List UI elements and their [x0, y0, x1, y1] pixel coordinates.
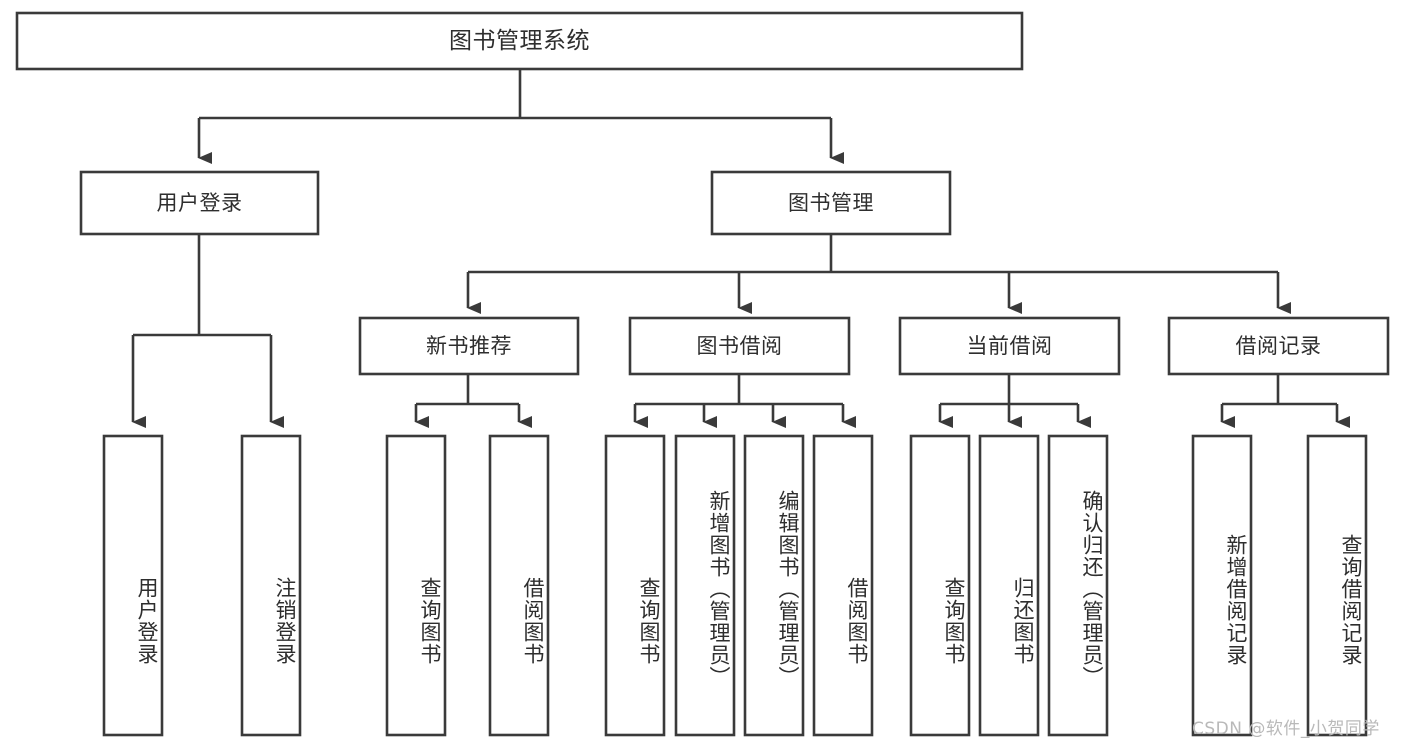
leaf-box-borrow-record-0[interactable]: [1191, 434, 1253, 737]
node-box-root[interactable]: [15, 11, 1024, 71]
node-box-borrow-record[interactable]: [1167, 316, 1390, 376]
leaf-box-user-login-0[interactable]: [102, 434, 164, 737]
leaf-box-book-borrow-1[interactable]: [674, 434, 736, 737]
connector-current-borrow-to-leaves: [938, 374, 1091, 428]
leaf-box-current-borrow-0[interactable]: [909, 434, 971, 737]
leaf-box-current-borrow-1[interactable]: [978, 434, 1040, 737]
leaf-box-book-borrow-3[interactable]: [812, 434, 874, 737]
connector-root-to-level2: [197, 69, 844, 164]
connector-book-borrow-to-leaves: [633, 374, 856, 428]
node-box-new-book-recommend[interactable]: [358, 316, 580, 376]
node-box-book-borrow[interactable]: [628, 316, 851, 376]
leaf-box-book-borrow-0[interactable]: [604, 434, 666, 737]
connector-book-manage-to-level3: [466, 234, 1291, 314]
connector-borrow-record-to-leaves: [1220, 374, 1350, 428]
leaf-box-new-book-0[interactable]: [385, 434, 447, 737]
leaf-box-current-borrow-2[interactable]: [1047, 434, 1109, 737]
leaf-box-book-borrow-2[interactable]: [743, 434, 805, 737]
node-box-current-borrow[interactable]: [898, 316, 1121, 376]
node-box-user-login[interactable]: [79, 170, 320, 236]
leaf-box-user-login-1[interactable]: [240, 434, 302, 737]
csdn-watermark: CSDN @软件_小贺同学: [1192, 719, 1380, 739]
leaf-box-borrow-record-1[interactable]: [1306, 434, 1368, 737]
node-box-book-manage[interactable]: [710, 170, 952, 236]
connector-new-book-to-leaves: [414, 374, 532, 428]
leaf-box-new-book-1[interactable]: [488, 434, 550, 737]
connector-user-login-to-leaves: [131, 234, 284, 428]
